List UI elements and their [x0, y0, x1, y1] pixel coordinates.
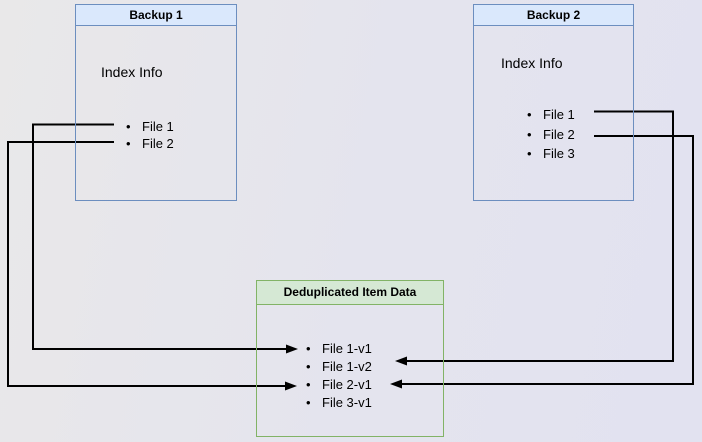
deduplicated-item-data-box: Deduplicated Item Data File 1-v1 File 1-… — [256, 280, 444, 437]
list-item-file1-v1: File 1-v1 — [306, 340, 372, 358]
backup2-title: Backup 2 — [474, 5, 633, 26]
backup1-title: Backup 1 — [76, 5, 236, 26]
list-item-backup2-file1: File 1 — [527, 105, 575, 125]
list-item-backup2-file2: File 2 — [527, 125, 575, 145]
list-item-backup1-file1: File 1 — [126, 118, 174, 135]
deduplicated-item-data-title: Deduplicated Item Data — [257, 281, 443, 305]
backup1-box: Backup 1 Index Info File 1 File 2 — [75, 4, 237, 201]
list-item-file3-v1: File 3-v1 — [306, 394, 372, 412]
backup1-index-info-label: Index Info — [101, 64, 163, 80]
backup1-file-list: File 1 File 2 — [126, 118, 174, 152]
backup2-file-list: File 1 File 2 File 3 — [527, 105, 575, 164]
list-item-file1-v2: File 1-v2 — [306, 358, 372, 376]
list-item-backup2-file3: File 3 — [527, 144, 575, 164]
backup2-box: Backup 2 Index Info File 1 File 2 File 3 — [473, 4, 634, 201]
deduplicated-item-list: File 1-v1 File 1-v2 File 2-v1 File 3-v1 — [306, 340, 372, 412]
list-item-backup1-file2: File 2 — [126, 135, 174, 152]
list-item-file2-v1: File 2-v1 — [306, 376, 372, 394]
backup2-index-info-label: Index Info — [501, 55, 563, 71]
